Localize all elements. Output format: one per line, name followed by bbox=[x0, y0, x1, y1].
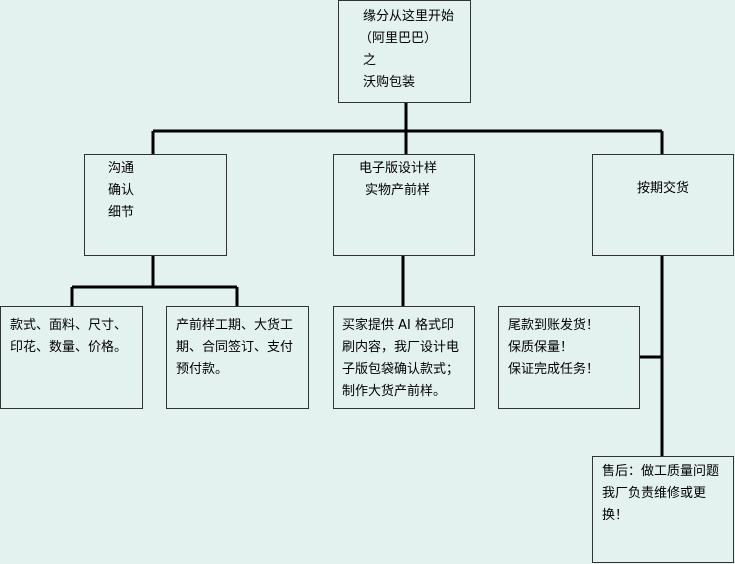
payment-line-3: 保证完成任务！ bbox=[508, 362, 600, 377]
specs-box: 款式、面料、尺寸、 印花、数量、价格。 bbox=[0, 306, 143, 409]
contract-line-3: 预付款。 bbox=[176, 362, 229, 377]
aftersales-box: 售后：做工质量问题 我厂负责维修或更 换！ bbox=[592, 456, 734, 563]
payment-line-1: 尾款到账发货！ bbox=[508, 318, 600, 333]
root-line-2: （阿里巴巴） bbox=[359, 31, 438, 46]
payment-line-2: 保质保量！ bbox=[508, 340, 574, 355]
design-line-3: 子版包袋确认款式； bbox=[342, 362, 460, 377]
root-line-3: 之 bbox=[363, 53, 377, 68]
design-box: 买家提供 AI 格式印 刷内容，我厂设计电 子版包袋确认款式； 制作大货产前样。 bbox=[333, 306, 475, 409]
aftersales-line-1: 售后：做工质量问题 bbox=[602, 464, 720, 479]
design-line-4: 制作大货产前样。 bbox=[342, 384, 447, 399]
communicate-line-3: 细节 bbox=[108, 205, 135, 220]
communicate-box: 沟通 确认 细节 bbox=[84, 154, 227, 256]
contract-line-1: 产前样工期、大货工 bbox=[176, 318, 294, 333]
specs-line-2: 印花、数量、价格。 bbox=[10, 340, 128, 355]
contract-line-2: 期、合同签订、支付 bbox=[176, 340, 294, 355]
root-line-4: 沃购包装 bbox=[363, 75, 416, 90]
aftersales-line-3: 换！ bbox=[602, 508, 629, 523]
sample-box: 电子版设计样 实物产前样 bbox=[333, 154, 475, 256]
aftersales-line-2: 我厂负责维修或更 bbox=[602, 486, 707, 501]
delivery-line-1: 按期交货 bbox=[637, 181, 690, 196]
design-line-2: 刷内容，我厂设计电 bbox=[342, 340, 460, 355]
communicate-line-1: 沟通 bbox=[108, 161, 135, 176]
delivery-box: 按期交货 bbox=[592, 154, 734, 256]
root-box: 缘分从这里开始 （阿里巴巴） 之 沃购包装 bbox=[338, 0, 471, 103]
payment-box: 尾款到账发货！ 保质保量！ 保证完成任务！ bbox=[498, 306, 640, 409]
contract-box: 产前样工期、大货工 期、合同签订、支付 预付款。 bbox=[166, 306, 309, 409]
communicate-line-2: 确认 bbox=[108, 183, 135, 198]
sample-line-2: 实物产前样 bbox=[365, 183, 431, 198]
sample-line-1: 电子版设计样 bbox=[359, 161, 438, 176]
root-line-1: 缘分从这里开始 bbox=[363, 9, 455, 24]
design-line-1: 买家提供 AI 格式印 bbox=[342, 318, 454, 333]
specs-line-1: 款式、面料、尺寸、 bbox=[10, 318, 128, 333]
